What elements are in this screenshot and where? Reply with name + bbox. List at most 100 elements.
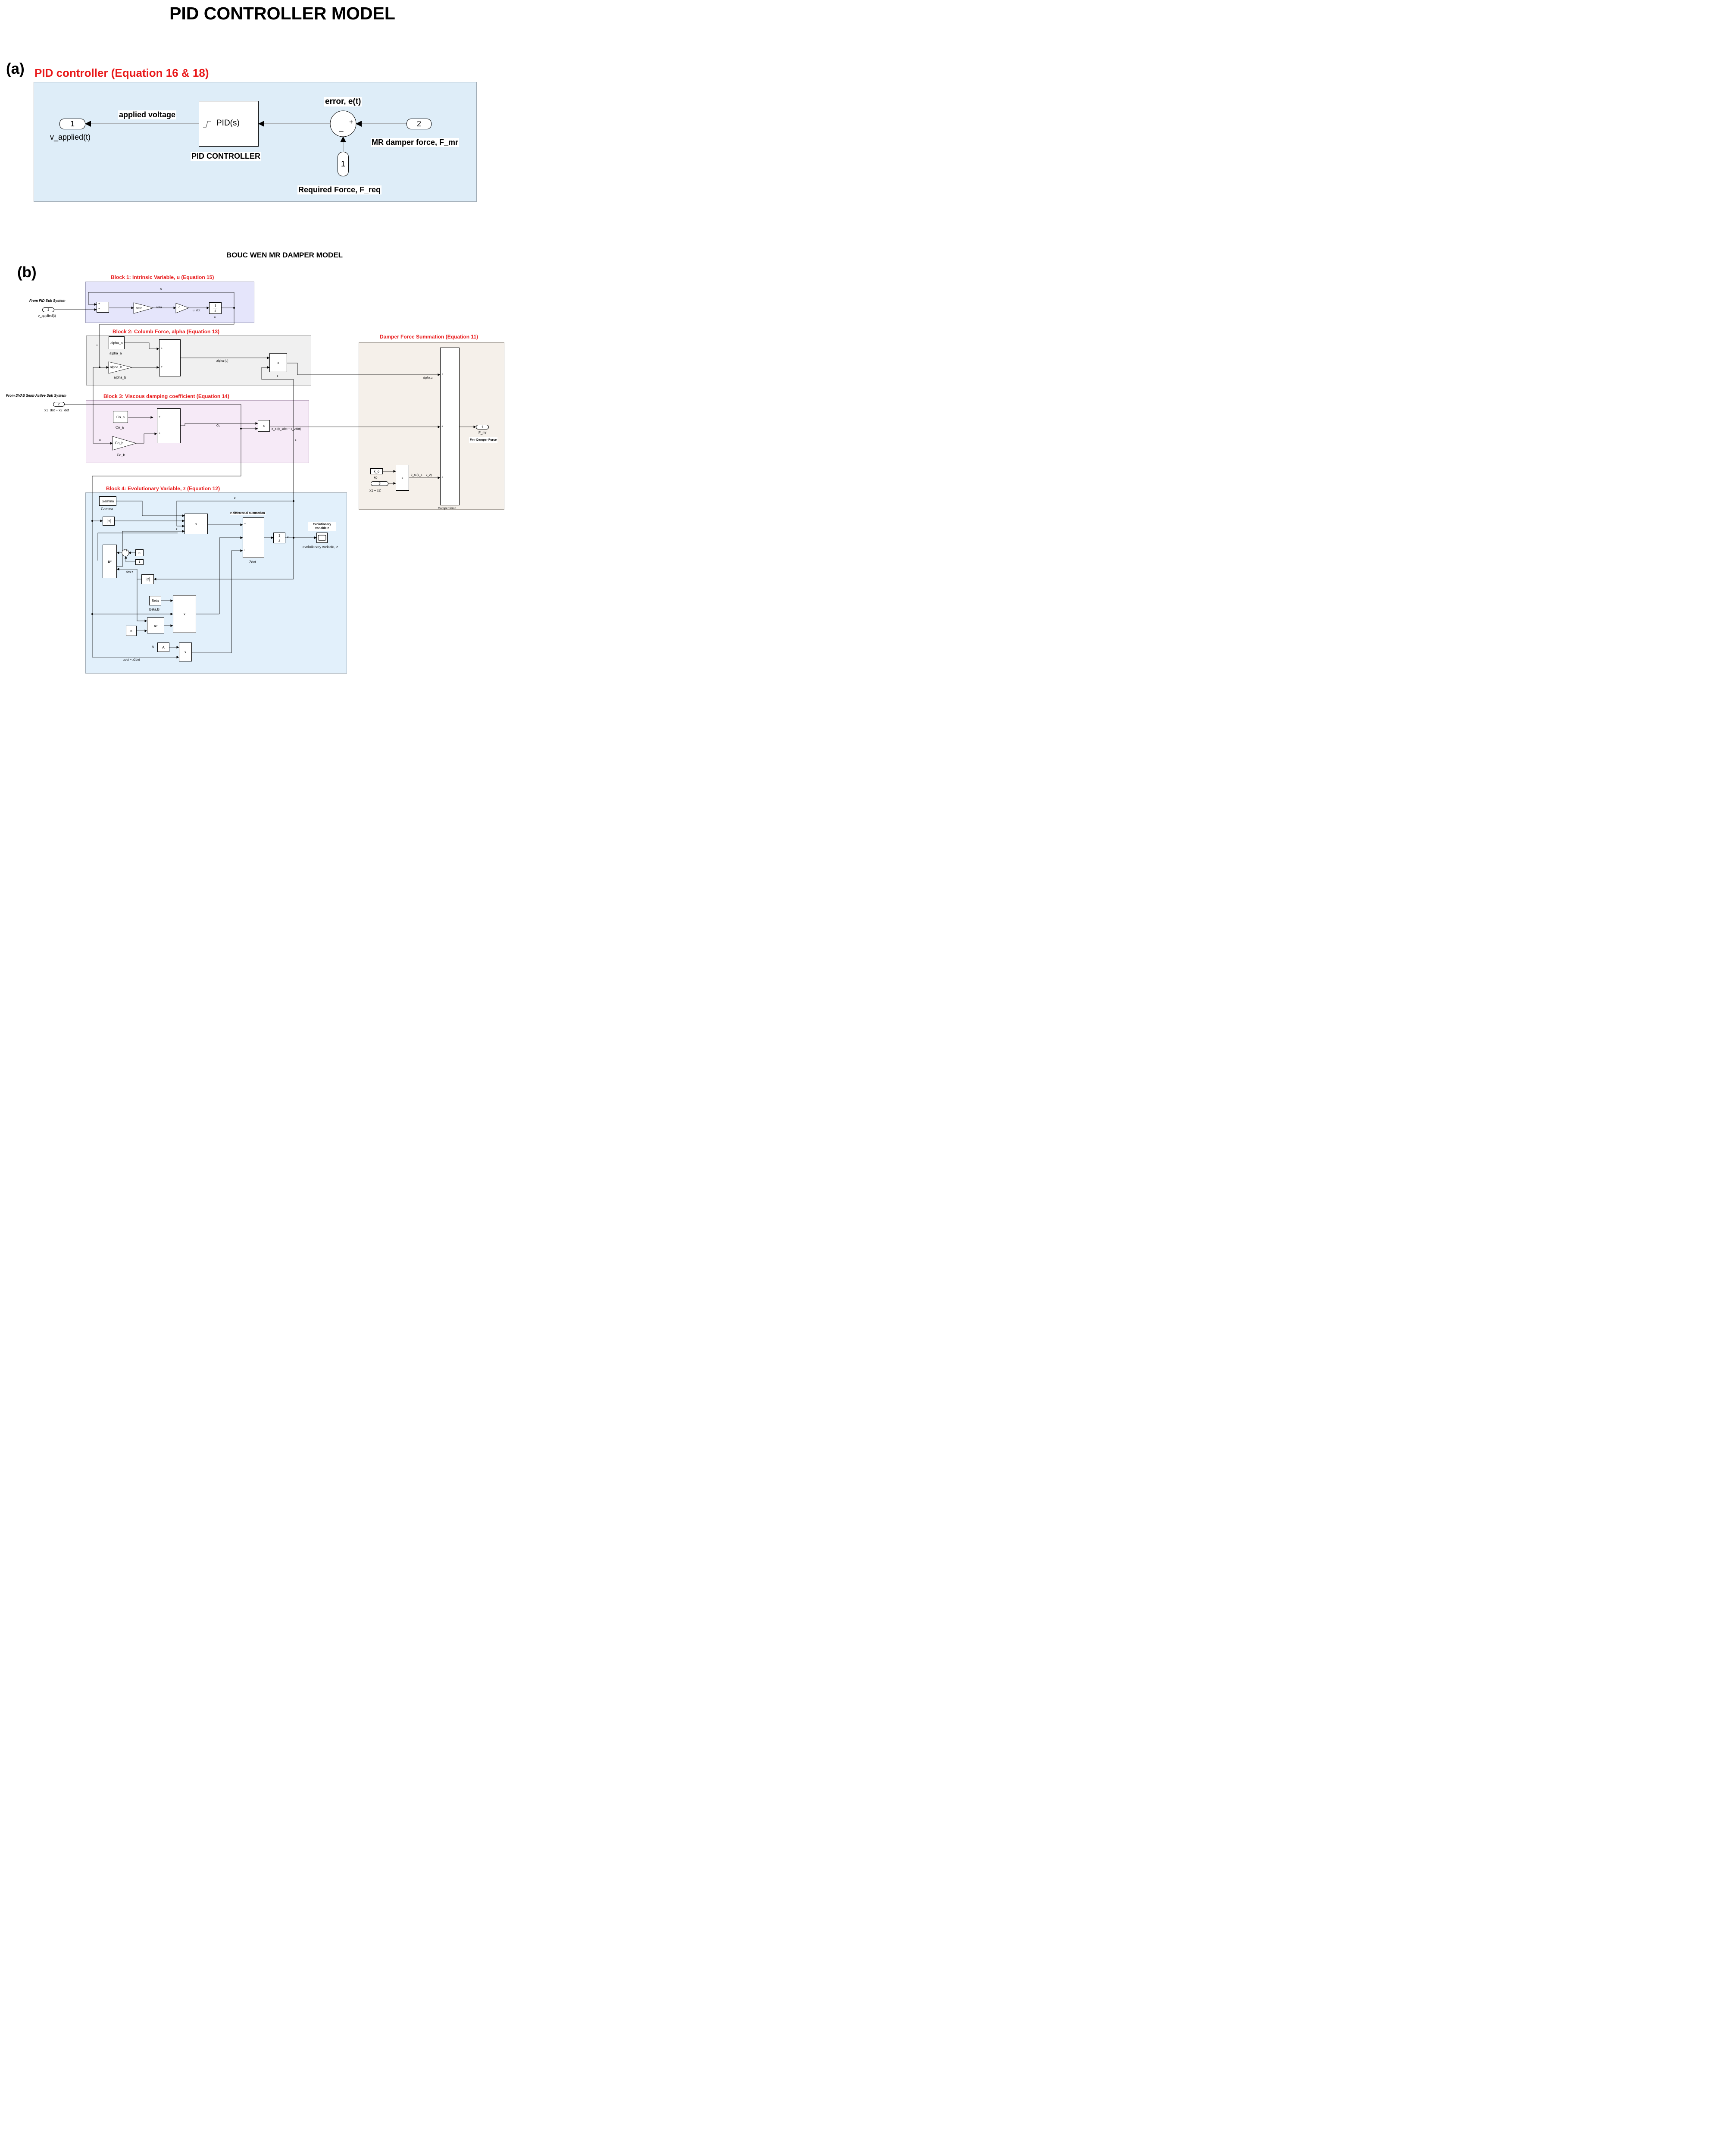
- ko-product[interactable]: x: [396, 465, 409, 491]
- gain-alpha-b[interactable]: alpha_b: [110, 365, 122, 369]
- block4-product-main[interactable]: x: [185, 514, 208, 534]
- outport-v-applied[interactable]: 1: [59, 119, 85, 129]
- z-differential-sum[interactable]: − − +: [243, 517, 264, 558]
- scope-block[interactable]: [316, 533, 328, 543]
- from-dvas-label: From DVAS Semi-Active Sub System: [6, 394, 66, 398]
- block3-region: [86, 400, 309, 463]
- signal-ko: k_o.(x_1 − x_2): [411, 474, 432, 477]
- signal-u-dot: u_dot: [193, 309, 200, 312]
- block1-integrator[interactable]: 1 s: [209, 302, 222, 314]
- a-product[interactable]: x: [179, 642, 192, 661]
- inport-x1-x2[interactable]: 3: [371, 481, 388, 486]
- gain-co-b[interactable]: Co_b: [115, 441, 124, 445]
- gain-minus-one[interactable]: -1: [178, 306, 181, 309]
- pid-block-label: PID CONTROLLER: [191, 152, 261, 161]
- block4-small-sum: [122, 549, 129, 557]
- sum-minus-sign: _: [339, 124, 344, 132]
- block3-sum[interactable]: + +: [157, 408, 181, 443]
- page-title: PID CONTROLLER MODEL: [169, 3, 395, 23]
- panel-a-wires: [85, 121, 407, 152]
- gain-neta[interactable]: neta: [136, 306, 143, 310]
- signal-xdot: xdot − x2dot: [123, 658, 140, 661]
- sum-plus-sign: +: [349, 119, 353, 126]
- inport-v-applied[interactable]: 1: [42, 307, 54, 312]
- abs-u-block[interactable]: |u|: [103, 517, 115, 526]
- const-co-a-label: Co_a: [116, 426, 124, 429]
- const-n-1[interactable]: n: [135, 549, 144, 556]
- block2-z-label: z: [277, 375, 278, 378]
- const-a-left-label: A: [152, 645, 154, 649]
- block2-product[interactable]: x: [269, 353, 287, 372]
- const-beta[interactable]: Beta: [149, 596, 161, 605]
- from-pid-label: From PID Sub System: [29, 299, 66, 303]
- pid-block[interactable]: PID(s): [199, 101, 259, 147]
- const-gamma[interactable]: Gamma: [99, 496, 116, 506]
- gain-triangles: [108, 302, 190, 451]
- signal-neta: neta: [156, 306, 162, 309]
- inport-required-force-label: Required Force, F_req: [297, 185, 382, 194]
- sum-error-label: error, e(t): [324, 97, 362, 107]
- block3-z-label: z: [295, 439, 297, 442]
- const-beta-label: Beta,B: [149, 608, 160, 611]
- damper-force-sum-label: Damper force: [438, 507, 457, 510]
- block2-sum[interactable]: + +: [159, 339, 181, 376]
- panel-a-letter: (a): [6, 60, 25, 77]
- const-one[interactable]: 1: [135, 559, 144, 565]
- abs-z-block[interactable]: |u|: [141, 574, 154, 584]
- inport-mr-damper-force[interactable]: 2: [407, 119, 432, 129]
- signal-applied-voltage: applied voltage: [118, 110, 177, 119]
- small-sum-minus: −: [123, 550, 125, 552]
- scope-icon: [318, 535, 326, 541]
- junction-dots: [91, 307, 294, 615]
- const-alpha-a[interactable]: alpha_a: [109, 336, 125, 349]
- gain-alpha-b-label: alpha_b: [114, 376, 126, 379]
- abs-z-label: abs z: [126, 571, 133, 574]
- zsum-heading: z differential summation: [230, 512, 266, 515]
- block4-region: [85, 492, 347, 674]
- block2-heading: Block 2: Columb Force, alpha (Equation 1…: [113, 329, 220, 335]
- inport-v-applied-label: v_applied(t): [38, 314, 56, 318]
- signal-co-out: c_o.(x_1dot − x_2dot): [272, 428, 301, 431]
- outport-f-mr[interactable]: 1: [476, 425, 489, 429]
- outport-f-mr-label: F_mr: [478, 431, 487, 435]
- inport-x-dot-label: x1_dot − x2_dot: [44, 408, 69, 412]
- block4-z-top: z: [234, 497, 236, 500]
- block4-integrator[interactable]: 1 s: [273, 533, 285, 543]
- small-sum-plus: +: [126, 550, 128, 552]
- beta-product[interactable]: x: [173, 595, 196, 633]
- panel-a-heading: PID controller (Equation 16 & 18): [34, 66, 209, 79]
- block3-u-label: u: [99, 439, 101, 442]
- const-ko[interactable]: k_o: [370, 468, 383, 474]
- signal-co: Co: [216, 424, 220, 427]
- const-co-a[interactable]: Co_a: [113, 411, 128, 423]
- block1-region: [85, 282, 254, 323]
- scope-heading: Evolutionary variable z: [308, 522, 336, 531]
- diagram-canvas: PID CONTROLLER MODEL (a) PID controller …: [0, 0, 517, 686]
- const-ko-label: ko: [374, 476, 378, 479]
- inport-required-force[interactable]: 1: [338, 152, 349, 176]
- outport-v-applied-label: v_applied(t): [50, 133, 91, 141]
- block1-integrator-label: u: [214, 316, 216, 319]
- block3-product[interactable]: x: [258, 420, 270, 432]
- const-a[interactable]: A: [157, 642, 169, 652]
- block3-heading: Block 3: Viscous damping coefficient (Eq…: [103, 393, 229, 399]
- pid-block-text: PID(s): [216, 119, 240, 128]
- block1-heading: Block 1: Intrinsic Variable, u (Equation…: [111, 274, 214, 280]
- damper-force-sum[interactable]: + + +: [440, 348, 460, 505]
- block4-z-out: z: [287, 536, 289, 539]
- saturation-icon: [203, 121, 211, 128]
- wires-layer: [54, 110, 476, 658]
- panel-b-wires: [54, 292, 476, 658]
- summation-heading: Damper Force Summation (Equation 11): [380, 334, 478, 340]
- inport-x-dot[interactable]: 2: [53, 402, 65, 407]
- const-n-2[interactable]: n: [126, 626, 137, 636]
- block1-u-signal: u: [160, 288, 162, 291]
- const-gamma-label: Gamma: [101, 507, 113, 511]
- const-alpha-a-label: alpha_a: [109, 351, 122, 355]
- block1-sum[interactable]: + −: [97, 302, 109, 313]
- panel-b-title: BOUC WEN MR DAMPER MODEL: [226, 251, 343, 259]
- panel-a-sum-circle: [330, 110, 357, 137]
- signal-alpha-u: alpha (u): [216, 360, 228, 363]
